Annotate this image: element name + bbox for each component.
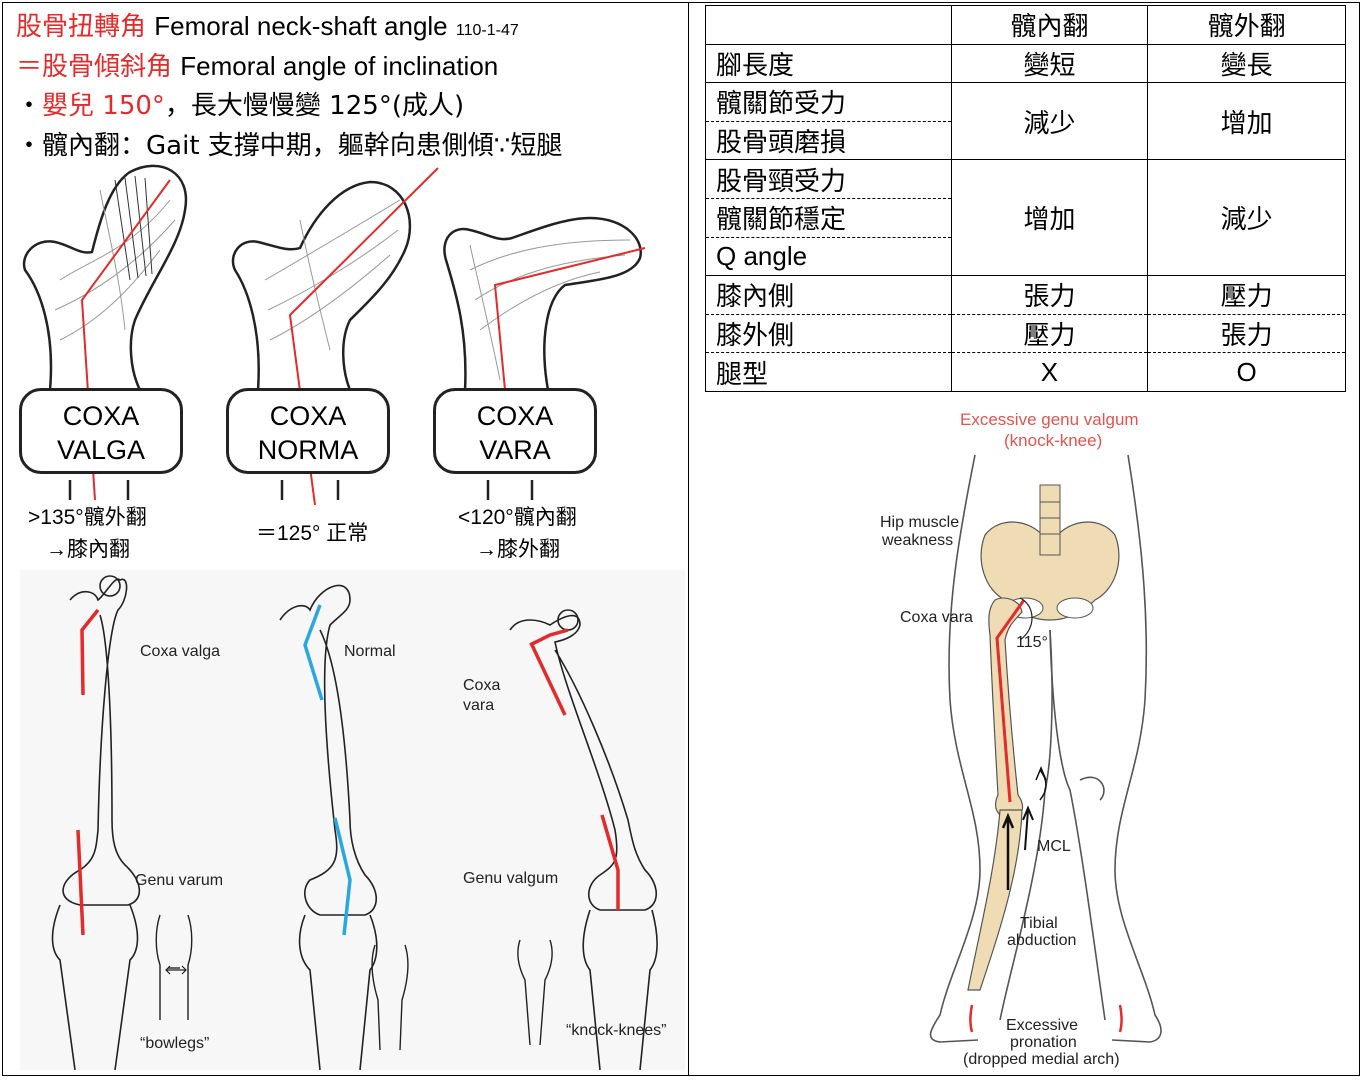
vara-knee-label: →膝外翻 <box>476 538 560 561</box>
genu-illustration <box>20 570 685 1070</box>
label-hip-muscle: Hip muscle <box>880 514 960 531</box>
femur-valga-outline <box>22 164 188 391</box>
femur-vara-shaft <box>486 480 534 500</box>
cell-outer: 張力 <box>1147 313 1346 353</box>
cell-inner: 張力 <box>950 275 1149 315</box>
header-coxa-valga: 髖外翻 <box>1147 5 1346 45</box>
row-label: 股骨頸受力 <box>705 159 952 199</box>
header-line-1: 股骨扭轉角 Femoral neck-shaft angle 110-1-47 <box>16 6 684 46</box>
title-ref: 110-1-47 <box>455 22 519 39</box>
header-blank <box>705 5 952 45</box>
comparison-table: 髖內翻 髖外翻 腳長度 變短 變長 髖關節受力 減少 增加 股骨頭磨損 股骨頸受… <box>705 5 1346 392</box>
bullet: ・ <box>16 131 43 161</box>
femur-valga-shaft <box>68 480 130 500</box>
header-line-2: ＝股骨傾斜角 Femoral angle of inclination <box>16 46 684 86</box>
label-dropped-arch: (dropped medial arch) <box>963 1051 1120 1068</box>
table-row: 股骨頸受力 增加 減少 <box>705 159 1346 276</box>
label-coxa-valga: Coxa valga <box>140 643 221 660</box>
label-tibial: Tibial <box>1020 915 1058 932</box>
label-pronation: pronation <box>1010 1034 1077 1051</box>
header-line-3: ・嬰兒 150°，長大慢慢變 125°(成人) <box>16 86 684 126</box>
row-label: 腿型 <box>705 352 952 392</box>
infant-angle: 嬰兒 150° <box>42 91 165 121</box>
title-en: Femoral neck-shaft angle <box>154 11 448 41</box>
row-label: 膝外側 <box>705 313 952 353</box>
synonym-cn: 股骨傾斜角 <box>42 52 173 82</box>
cell-outer: 減少 <box>1147 159 1346 276</box>
cell-outer: 變長 <box>1147 43 1346 83</box>
right-title-b: (knock-knee) <box>1004 431 1103 450</box>
table-row: 膝外側 壓力 張力 <box>705 313 1346 353</box>
coxa-norma-line1: COXA <box>269 401 347 431</box>
coxa-valga-line2: VALGA <box>56 435 146 465</box>
label-genu-varum: Genu varum <box>135 872 224 889</box>
title-cn: 股骨扭轉角 <box>16 12 147 42</box>
table-row: 腳長度 變短 變長 <box>705 43 1346 83</box>
label-knock-knees: “knock-knees” <box>566 1022 667 1039</box>
vara-angle-label: <120°髖內翻 <box>458 506 577 529</box>
cell-inner: 變短 <box>950 43 1149 83</box>
bullet: ・ <box>16 91 43 121</box>
coxa-norma-line2: NORMA <box>257 435 359 465</box>
coxa-norma-box: COXA NORMA <box>226 388 390 474</box>
label-mcl: MCL <box>1037 838 1071 855</box>
coxa-vara-line2: VARA <box>479 435 551 465</box>
coxa-valga-box: COXA VALGA <box>19 388 183 474</box>
row-label: 髖關節穩定 <box>705 197 952 238</box>
row-label: 股骨頭磨損 <box>705 120 952 160</box>
label-115-angle: 115° <box>1016 634 1048 651</box>
valga-angle-label: >135°髖外翻 <box>28 506 147 529</box>
header-coxa-vara: 髖內翻 <box>950 5 1149 45</box>
table-row: 腿型 X O <box>705 352 1346 392</box>
table-row: 股骨頭磨損 <box>705 120 1346 160</box>
cell-inner: X <box>950 352 1149 392</box>
cell-outer: O <box>1147 352 1346 392</box>
table-row: 髖關節穩定 <box>705 197 1346 238</box>
table-row: 膝內側 張力 壓力 <box>705 275 1346 315</box>
coxa-vara-line1: COXA <box>476 401 554 431</box>
synonym-en: Femoral angle of inclination <box>180 51 499 81</box>
knock-knee-illustration <box>929 454 1162 1043</box>
label-excessive: Excessive <box>1006 1017 1079 1034</box>
adult-angle-text: ，長大慢慢變 125°(成人) <box>164 91 465 121</box>
header-block: 股骨扭轉角 Femoral neck-shaft angle 110-1-47 … <box>16 6 684 166</box>
row-label: 腳長度 <box>705 43 952 83</box>
header-line-4: ・髖內翻：Gait 支撐中期，軀幹向患側傾∵短腿 <box>16 126 684 166</box>
coxa-vara-box: COXA VARA <box>433 388 597 474</box>
table-header-row: 髖內翻 髖外翻 <box>705 5 1346 45</box>
table-row: 髖關節受力 減少 增加 <box>705 82 1346 160</box>
label-coxa-vara-right: Coxa vara <box>900 609 973 626</box>
cell-inner: 增加 <box>950 159 1149 276</box>
label-genu-valgum: Genu valgum <box>463 870 559 887</box>
equal-sign: ＝ <box>16 52 43 82</box>
right-title-a: Excessive genu valgum <box>960 410 1139 429</box>
row-label: Q angle <box>705 236 952 276</box>
vara-angle-line <box>493 247 646 391</box>
label-abduction: abduction <box>1007 932 1077 949</box>
gait-note: 髖內翻：Gait 支撐中期，軀幹向患側傾∵短腿 <box>42 131 563 161</box>
coxa-valga-line1: COXA <box>62 401 140 431</box>
femur-normal-outline <box>231 180 412 391</box>
cell-outer: 增加 <box>1147 82 1346 160</box>
row-label: 髖關節受力 <box>705 82 952 122</box>
cell-inner: 壓力 <box>950 313 1149 353</box>
center-divider <box>688 2 689 1076</box>
label-coxa-vara: Coxa vara <box>463 677 501 714</box>
norma-angle-label: ＝125° 正常 <box>256 522 369 545</box>
table-row: Q angle <box>705 236 1346 276</box>
femur-vara-outline <box>443 216 643 391</box>
row-label: 膝內側 <box>705 275 952 315</box>
valga-knee-label: →膝內翻 <box>46 538 130 561</box>
label-bowlegs: “bowlegs” <box>140 1035 210 1052</box>
cell-outer: 壓力 <box>1147 275 1346 315</box>
label-weakness: weakness <box>882 532 954 549</box>
femur-normal-shaft <box>280 480 340 500</box>
cell-inner: 減少 <box>950 82 1149 160</box>
label-normal: Normal <box>344 643 396 660</box>
